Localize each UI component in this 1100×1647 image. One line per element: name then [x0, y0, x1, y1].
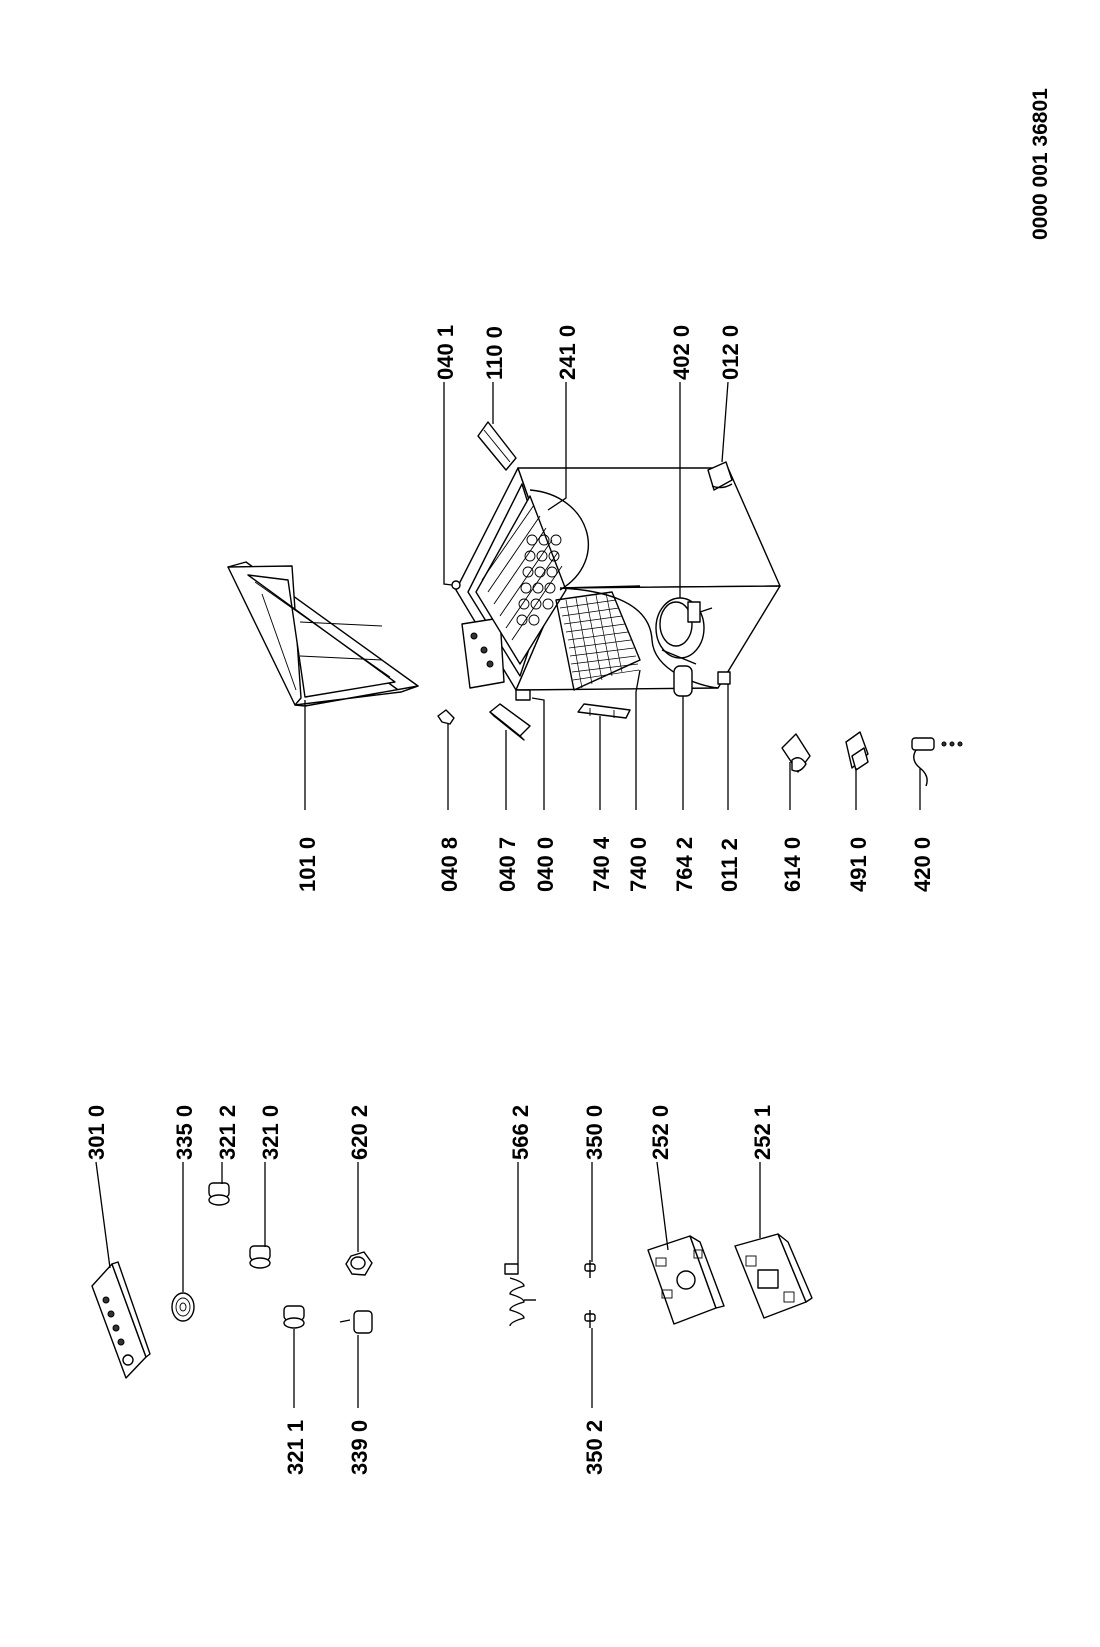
part-321-1 — [283, 1305, 305, 1408]
label-040-1: 040 1 — [433, 325, 458, 380]
label-321-2: 321 2 — [215, 1105, 240, 1160]
label-321-1: 321 1 — [283, 1420, 308, 1475]
label-252-0: 252 0 — [648, 1105, 673, 1160]
label-491-0: 491 0 — [846, 837, 871, 892]
part-420-0 — [911, 737, 963, 810]
part-350-0 — [584, 1162, 596, 1278]
label-420-0: 420 0 — [910, 837, 935, 892]
part-252-0 — [647, 1161, 725, 1325]
part-040-8 — [437, 709, 455, 810]
part-491-0 — [845, 731, 869, 810]
label-350-2: 350 2 — [582, 1420, 607, 1475]
part-402-0 — [655, 382, 713, 665]
part-740-0 — [555, 591, 641, 810]
label-566-2: 566 2 — [508, 1105, 533, 1160]
basket-mesh — [516, 534, 562, 626]
label-040-7: 040 7 — [495, 837, 520, 892]
part-101-0 — [227, 561, 419, 810]
label-339-0: 339 0 — [347, 1420, 372, 1475]
part-040-0 — [515, 689, 545, 810]
rear-curve — [529, 489, 589, 591]
label-620-2: 620 2 — [347, 1105, 372, 1160]
part-301-0 — [91, 1161, 151, 1379]
part-012-0 — [707, 381, 733, 491]
part-321-0 — [249, 1162, 271, 1269]
part-335-0 — [171, 1162, 195, 1322]
part-620-2 — [345, 1162, 373, 1276]
part-350-2 — [584, 1310, 596, 1408]
label-241-0: 241 0 — [555, 325, 580, 380]
label-252-1: 252 1 — [750, 1105, 775, 1160]
label-012-0: 012 0 — [718, 325, 743, 380]
document-id: 0000 001 36801 — [1029, 88, 1052, 240]
label-110-0: 110 0 — [482, 326, 507, 380]
label-011-2: 011 2 — [717, 838, 742, 892]
part-339-0 — [339, 1310, 373, 1408]
part-566-2 — [504, 1162, 536, 1327]
part-011-2 — [717, 671, 731, 810]
part-321-2 — [208, 1162, 230, 1206]
label-301-0: 301 0 — [84, 1105, 109, 1160]
compressor-bay-curve — [559, 587, 719, 689]
label-101-0: 101 0 — [295, 837, 320, 892]
part-740-4 — [577, 703, 631, 810]
part-764-2 — [673, 665, 693, 810]
label-764-2: 764 2 — [672, 837, 697, 892]
label-350-0: 350 0 — [582, 1105, 607, 1160]
label-335-0: 335 0 — [172, 1105, 197, 1160]
label-740-4: 740 4 — [589, 836, 614, 892]
part-040-1 — [443, 382, 461, 590]
label-040-0: 040 0 — [533, 837, 558, 892]
label-321-0: 321 0 — [258, 1105, 283, 1160]
part-252-1 — [734, 1162, 813, 1319]
part-110-0 — [477, 382, 517, 471]
part-040-7 — [489, 703, 531, 810]
part-241-0 — [475, 382, 567, 665]
label-614-0: 614 0 — [780, 837, 805, 892]
label-740-0: 740 0 — [626, 837, 651, 892]
label-040-8: 040 8 — [437, 837, 462, 892]
part-614-0 — [781, 733, 811, 810]
label-402-0: 402 0 — [669, 325, 694, 380]
